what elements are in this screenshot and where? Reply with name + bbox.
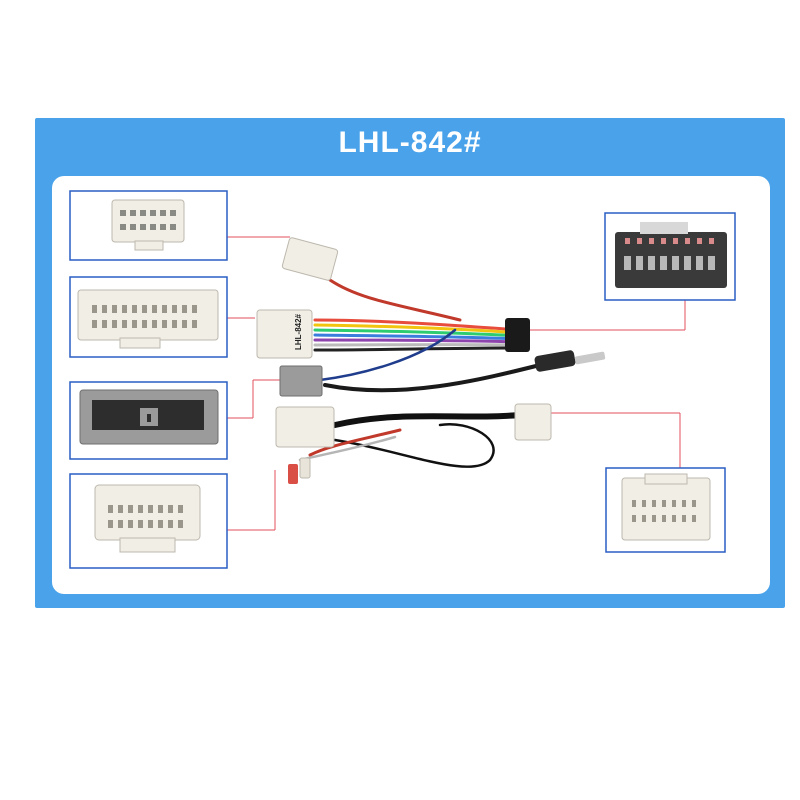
white-connector-right-icon xyxy=(621,473,711,541)
iso-connector-black-icon xyxy=(615,222,727,288)
white-connector-20pin-icon xyxy=(77,289,219,349)
harness-connectors xyxy=(256,237,606,484)
white-connector-16pin-icon xyxy=(94,484,201,553)
product-title: LHL-842# xyxy=(338,126,482,159)
connector-frame-1 xyxy=(69,190,228,261)
gray-connector-icon xyxy=(79,389,219,445)
harness-sticker-label: LHL-842# xyxy=(294,313,303,350)
connector-frame-6 xyxy=(605,467,726,553)
connector-frame-2 xyxy=(69,276,228,358)
connector-frame-4 xyxy=(69,473,228,569)
leader-lines xyxy=(227,236,686,531)
connector-frame-5 xyxy=(604,212,736,301)
connector-frame-3 xyxy=(69,381,228,460)
white-connector-12pin-icon xyxy=(111,199,185,251)
wire-bundle xyxy=(298,278,542,468)
